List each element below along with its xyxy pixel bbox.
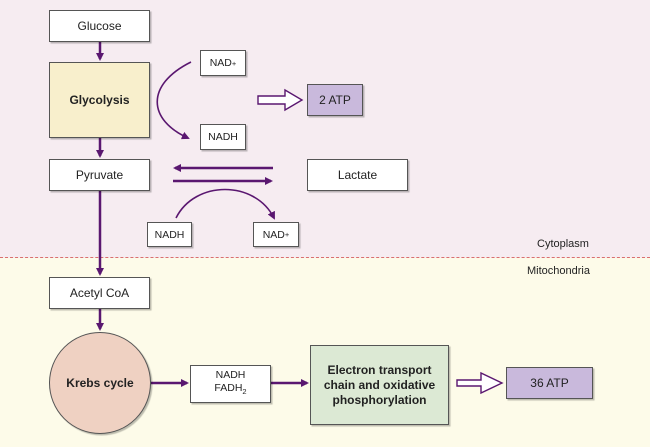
fadh-sub: 2 [242,387,247,397]
mitochondria-label: Mitochondria [527,265,590,277]
cytoplasm-label: Cytoplasm [537,238,589,250]
nadh-top-box: NADH [200,124,246,150]
nadh-fadh2-box: NADH FADH2 [190,365,271,403]
etc-box: Electron transport chain and oxidative p… [310,345,449,425]
atp-2-box: 2 ATP [307,84,363,116]
glycolysis-box: Glycolysis [49,62,150,138]
nad-plus-top-sup: + [231,58,237,68]
fadh-base: FADH [214,382,243,395]
pyruvate-box: Pyruvate [49,159,150,191]
nad-plus-lower-box: NAD+ [253,222,299,247]
nad-plus-top-text: NAD [209,57,232,69]
etc-line3: phosphorylation [332,392,427,407]
etc-line1: Electron transport [327,362,432,377]
etc-line2: chain and oxidative [323,377,436,392]
lactate-box: Lactate [307,159,408,191]
nadh-lower-box: NADH [147,222,192,247]
nad-plus-lower-sup: + [284,230,290,239]
atp-36-box: 36 ATP [506,367,593,399]
nadh-text: NADH [215,369,246,382]
nad-plus-lower-text: NAD [262,228,285,241]
fadh2-text: FADH2 [214,382,246,398]
nad-plus-top-box: NAD+ [200,50,246,76]
krebs-cycle-circle: Krebs cycle [49,332,151,434]
acetyl-coa-box: Acetyl CoA [49,277,150,309]
glucose-box: Glucose [49,10,150,42]
membrane-divider [0,257,650,258]
